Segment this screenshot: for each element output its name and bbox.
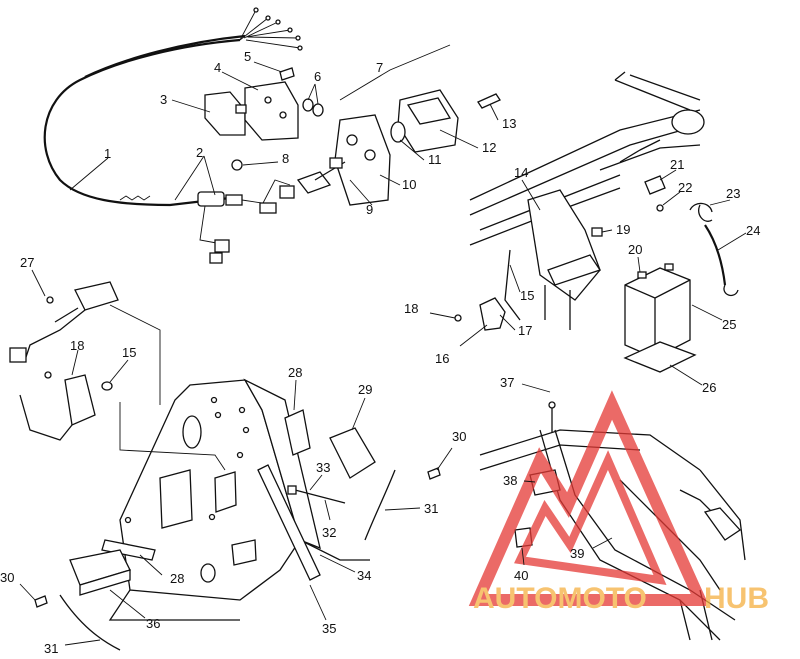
callout-35: 35 bbox=[322, 621, 336, 636]
watermark-logo: AUTOMOTO HUB bbox=[468, 390, 769, 615]
callout-38: 38 bbox=[503, 473, 517, 488]
callout-5: 5 bbox=[244, 49, 251, 64]
watermark-text-hub: HUB bbox=[704, 582, 769, 615]
callout-22: 22 bbox=[678, 180, 692, 195]
callout-19: 19 bbox=[616, 222, 630, 237]
relay-16 bbox=[454, 297, 506, 331]
screw-30 bbox=[34, 467, 441, 608]
clip-19 bbox=[591, 227, 603, 237]
frame-rear bbox=[469, 71, 705, 330]
bar-35 bbox=[257, 464, 321, 581]
watermark-triangle-icon bbox=[468, 390, 710, 606]
callout-23: 23 bbox=[726, 186, 740, 201]
callout-3: 3 bbox=[160, 92, 167, 107]
bracket-28-upper bbox=[284, 409, 311, 456]
callout-18-right: 18 bbox=[404, 301, 418, 316]
callout-8: 8 bbox=[282, 151, 289, 166]
tail-light-assembly bbox=[296, 44, 501, 206]
callout-33: 33 bbox=[316, 460, 330, 475]
callout-31-right: 31 bbox=[424, 501, 438, 516]
callout-39: 39 bbox=[570, 546, 584, 561]
leader-line bbox=[119, 402, 226, 471]
callout-16: 16 bbox=[435, 351, 449, 366]
callout-27: 27 bbox=[20, 255, 34, 270]
callout-15-left: 15 bbox=[122, 345, 136, 360]
screw-22 bbox=[656, 204, 664, 212]
cdi-box-27 bbox=[9, 281, 119, 363]
battery-cover-21 bbox=[644, 175, 666, 195]
wire-31 bbox=[59, 469, 396, 651]
mounting-bracket bbox=[204, 81, 299, 141]
callout-40: 40 bbox=[514, 568, 528, 583]
callout-34: 34 bbox=[357, 568, 371, 583]
callout-7: 7 bbox=[376, 60, 383, 75]
callout-1: 1 bbox=[104, 146, 111, 161]
callout-37: 37 bbox=[500, 375, 514, 390]
lamp-36 bbox=[69, 549, 131, 596]
callout-29: 29 bbox=[358, 382, 372, 397]
leader-line bbox=[109, 304, 161, 405]
callout-6: 6 bbox=[314, 69, 321, 84]
cover-29 bbox=[329, 427, 376, 479]
callout-20: 20 bbox=[628, 242, 642, 257]
callout-14: 14 bbox=[514, 165, 528, 180]
callout-9: 9 bbox=[366, 202, 373, 217]
callout-30-right: 30 bbox=[452, 429, 466, 444]
callout-13: 13 bbox=[502, 116, 516, 131]
wiring-harness bbox=[43, 7, 303, 264]
callout-25: 25 bbox=[722, 317, 736, 332]
callout-4: 4 bbox=[214, 60, 221, 75]
callout-32: 32 bbox=[322, 525, 336, 540]
callout-26: 26 bbox=[702, 380, 716, 395]
fasteners-6 bbox=[302, 98, 324, 117]
callout-17: 17 bbox=[518, 323, 532, 338]
watermark-inner-icon bbox=[514, 450, 667, 585]
hook-23 bbox=[689, 202, 713, 213]
coil-18 bbox=[19, 371, 96, 441]
callout-31-bottom: 31 bbox=[44, 641, 58, 656]
callout-11: 11 bbox=[428, 152, 442, 167]
callout-30-left: 30 bbox=[0, 570, 14, 585]
bracket-28-lower bbox=[101, 539, 156, 561]
callout-12: 12 bbox=[482, 140, 496, 155]
screw-5 bbox=[279, 67, 295, 81]
callout-36: 36 bbox=[146, 616, 160, 631]
callout-10: 10 bbox=[402, 177, 416, 192]
callout-28-upper: 28 bbox=[288, 365, 302, 380]
callouts: 1 2 3 4 5 6 7 8 9 10 11 12 13 14 15 16 1… bbox=[0, 49, 760, 656]
callout-2: 2 bbox=[196, 145, 203, 160]
callout-24: 24 bbox=[746, 223, 760, 238]
nut-8 bbox=[231, 159, 243, 171]
battery-strap-24 bbox=[698, 204, 739, 297]
washer-15 bbox=[101, 381, 113, 391]
mounting-plate bbox=[108, 378, 370, 621]
callout-18-left: 18 bbox=[70, 338, 84, 353]
watermark-text: AUTOMOTO bbox=[473, 582, 647, 615]
callout-21: 21 bbox=[670, 157, 684, 172]
callout-28-lower: 28 bbox=[170, 571, 184, 586]
bolt-33 bbox=[287, 485, 346, 504]
battery-pad-26 bbox=[623, 341, 697, 373]
callout-15-right: 15 bbox=[520, 288, 534, 303]
